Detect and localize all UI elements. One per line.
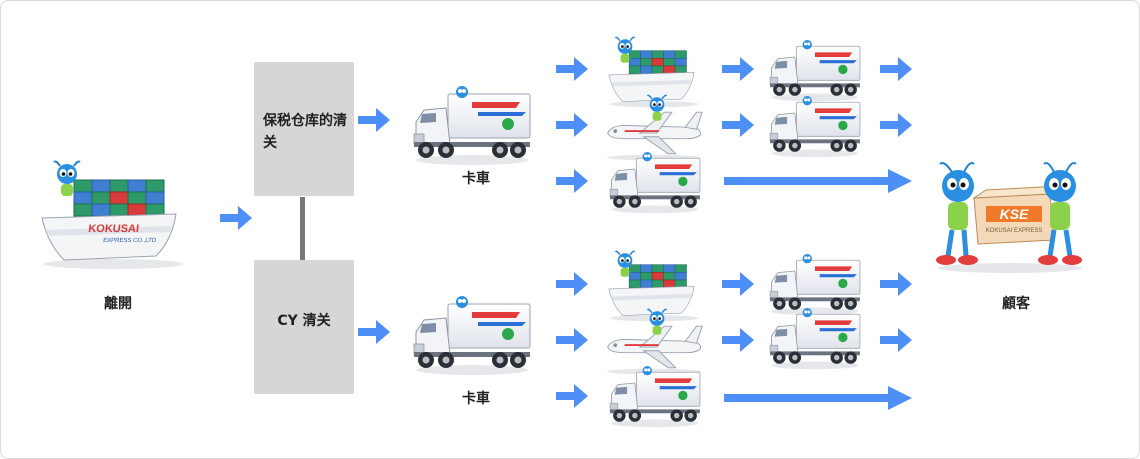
top-delivery-truck-2	[768, 96, 862, 158]
bonded-box-text: 保税仓库的清关	[263, 113, 347, 151]
cy-clearance-box: CY 清关	[254, 260, 354, 394]
truck-top-main	[412, 86, 532, 166]
bottom-delivery-truck-1	[768, 254, 862, 316]
departure-label: 離開	[104, 296, 132, 312]
cy-box-text: CY 清关	[277, 313, 331, 329]
top-truck-direct	[608, 152, 702, 214]
arrow-top-ship-to-truck	[722, 57, 756, 85]
arrow-bottom-truck2-to-customer	[880, 328, 914, 356]
bottom-plane-mascot	[646, 308, 668, 338]
arrow-top-truck1-to-customer	[880, 57, 914, 85]
top-ship-mascot	[614, 36, 636, 66]
truck-bottom-main	[412, 296, 532, 376]
arrow-ship-to-clearance	[220, 206, 254, 234]
arrow-top-plane-to-truck	[722, 113, 756, 141]
arrow-bottom-to-plane	[556, 328, 590, 356]
arrow-bottom-truck1-to-customer	[880, 272, 914, 300]
truck-label-bottom: 卡車	[462, 391, 490, 407]
arrow-top-to-plane	[556, 113, 590, 141]
bottom-delivery-truck-2	[768, 308, 862, 370]
arrow-bottom-to-ship	[556, 272, 590, 300]
top-delivery-truck-1	[768, 40, 862, 102]
bottom-ship-mascot	[614, 250, 636, 280]
departure-ship: KOKUSAI EXPRESS CO.,LTD	[38, 160, 188, 270]
arrow-bottom-to-truck	[556, 384, 590, 412]
customer-illustration: KSE KOKUSAI EXPRESS	[930, 158, 1090, 274]
bottom-truck-direct	[608, 366, 702, 428]
customer-label: 顧客	[1002, 296, 1030, 312]
clearance-connector	[300, 197, 305, 260]
arrow-top-truck2-to-customer	[880, 113, 914, 141]
arrow-cy-to-truck	[358, 320, 392, 348]
arrow-bonded-to-truck	[358, 108, 392, 136]
arrow-bottom-direct-long	[724, 386, 914, 414]
customer-box-brand: KSE	[1000, 206, 1029, 222]
bonded-warehouse-clearance-box: 保税仓库的清关	[254, 62, 354, 196]
top-plane-mascot	[646, 94, 668, 124]
ship-brand-logo: KOKUSAI	[88, 223, 140, 235]
arrow-top-direct-long	[724, 169, 914, 197]
arrow-bottom-ship-to-truck	[722, 272, 756, 300]
arrow-bottom-plane-to-truck	[722, 328, 756, 356]
truck-label-top: 卡車	[462, 171, 490, 187]
ship-mascot	[52, 160, 82, 200]
arrow-top-to-ship	[556, 57, 590, 85]
customer-box-subtitle: KOKUSAI EXPRESS	[986, 228, 1043, 234]
arrow-top-to-truck	[556, 169, 590, 197]
ship-brand-subtitle: EXPRESS CO.,LTD	[103, 238, 157, 244]
